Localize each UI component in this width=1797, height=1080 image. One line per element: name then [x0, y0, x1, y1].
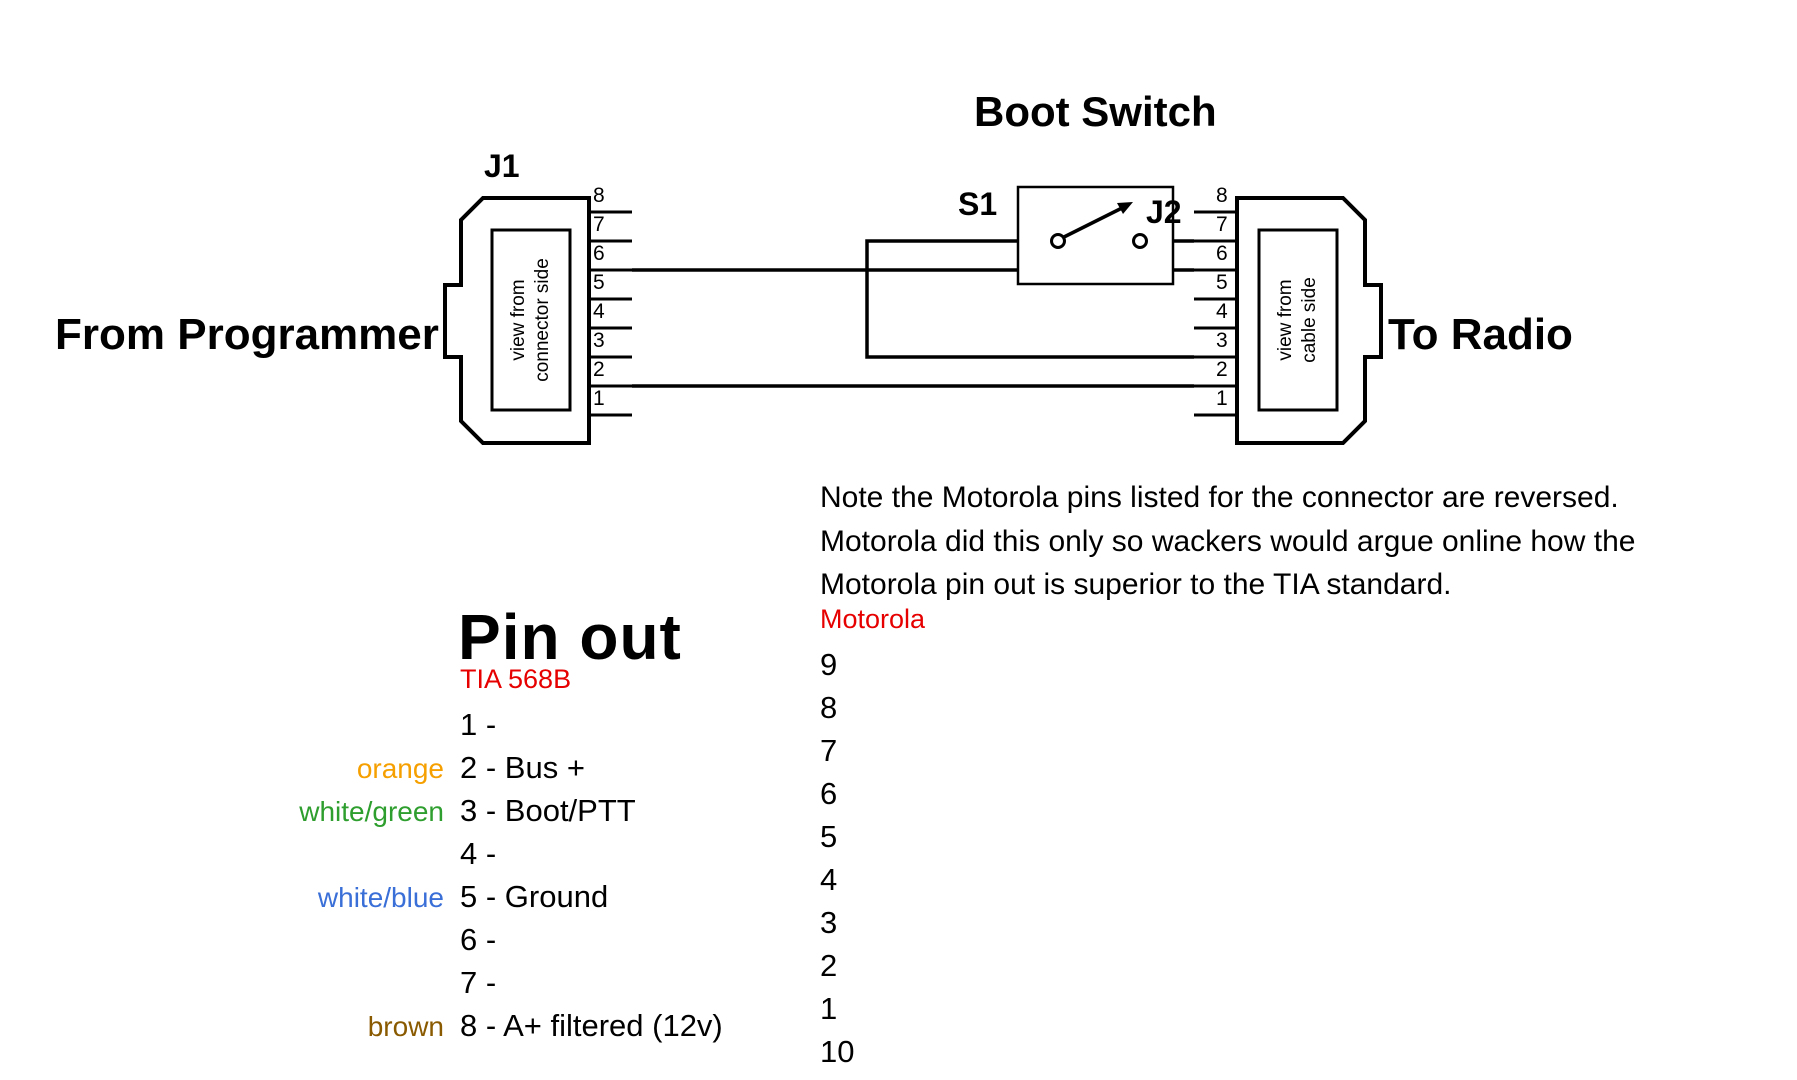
pin-2-label: 2 - Bus + — [460, 750, 585, 785]
j1-pin-number-1: 1 — [593, 387, 605, 410]
j2-connector-shape — [1194, 196, 1383, 445]
motorola-pin-column: Motorola 9 8 7 6 5 4 3 2 1 10 — [820, 604, 925, 1077]
motorola-pin-10: 10 — [820, 1034, 855, 1069]
j1-label: J1 — [484, 148, 520, 184]
to-radio-label: To Radio — [1388, 310, 1573, 359]
motorola-pin-9: 9 — [820, 647, 838, 682]
motorola-note: Note the Motorola pins listed for the co… — [820, 481, 1636, 601]
j2-pin-number-4: 4 — [1216, 300, 1228, 323]
j2-pin-stubs — [1194, 210, 1237, 417]
motorola-pin-1: 1 — [820, 991, 838, 1026]
motorola-pin-3: 3 — [820, 905, 838, 940]
j1-pin-number-8: 8 — [593, 184, 605, 207]
pin-5-label: 5 - Ground — [460, 879, 609, 914]
tia-standard-label: TIA 568B — [460, 664, 572, 694]
j1-connector-shape — [443, 196, 632, 445]
j1-pin-number-2: 2 — [593, 358, 605, 381]
j2-view-line1: view from — [1275, 279, 1297, 361]
pinout-row-1: 1 - — [88, 707, 723, 750]
j2-view-line2: cable side — [1299, 277, 1320, 363]
j2-pin-number-3: 3 — [1216, 329, 1228, 352]
pinout-row-4: 4 - — [88, 836, 723, 879]
j1-pin-number-4: 4 — [593, 300, 605, 323]
switch-lever — [1063, 206, 1123, 239]
pinout-heading: Pin out — [458, 601, 682, 673]
motorola-pin-8: 8 — [820, 690, 838, 725]
pinout-row-6: 6 - — [88, 922, 723, 965]
j1-view-line1: view from — [508, 279, 530, 361]
boot-switch-symbol — [1016, 185, 1175, 286]
pinout-row-8: brown 8 - A+ filtered (12v) — [88, 1008, 723, 1051]
j2-label: J2 — [1146, 194, 1182, 230]
j2-connector-window — [1257, 228, 1339, 412]
pinout-row-3: white/green 3 - Boot/PTT — [88, 793, 723, 836]
j2-pin-number-7: 7 — [1216, 213, 1228, 236]
j1-pin-number-3: 3 — [593, 329, 605, 352]
j1-pin-number-5: 5 — [593, 271, 605, 294]
motorola-pin-7: 7 — [820, 733, 838, 768]
j1-view-line2: connector side — [532, 258, 553, 382]
motorola-pin-2: 2 — [820, 948, 838, 983]
j1-pin-number-6: 6 — [593, 242, 605, 265]
pin-4-label: 4 - — [460, 836, 497, 871]
pinout-row-5: white/blue 5 - Ground — [88, 879, 723, 922]
j2-pin-number-8: 8 — [1216, 184, 1228, 207]
switch-box — [1016, 185, 1175, 286]
switch-terminal-right — [1132, 233, 1148, 249]
j2-pin-number-1: 1 — [1216, 387, 1228, 410]
pin-3-wire-color: white/green — [299, 796, 444, 827]
motorola-pin-6: 6 — [820, 776, 838, 811]
pin-7-label: 7 - — [460, 965, 497, 1000]
pin-5-wire-color: white/blue — [317, 882, 444, 913]
j2-pin-number-2: 2 — [1216, 358, 1228, 381]
j2-connector-body — [1235, 196, 1383, 445]
pin-8-label: 8 - A+ filtered (12v) — [460, 1008, 723, 1043]
boot-switch-title: Boot Switch — [974, 88, 1217, 135]
switch-ref-label: S1 — [958, 186, 998, 222]
j1-connector-window — [490, 228, 572, 412]
motorola-pin-4: 4 — [820, 862, 838, 897]
switch-lever-arrow — [1117, 202, 1133, 214]
pin-1-label: 1 - — [460, 707, 497, 742]
tia-pinout-list: TIA 568B 1 - orange 2 - Bus + white/gree… — [88, 664, 723, 1051]
switch-terminal-left — [1050, 233, 1066, 249]
j1-pin-number-7: 7 — [593, 213, 605, 236]
motorola-heading: Motorola — [820, 604, 926, 634]
pinout-row-7: 7 - — [88, 965, 723, 1008]
pin-6-label: 6 - — [460, 922, 497, 957]
pinout-row-2: orange 2 - Bus + — [88, 750, 723, 793]
pin-2-wire-color: orange — [356, 753, 444, 784]
from-programmer-label: From Programmer — [55, 310, 439, 359]
j2-pin-number-6: 6 — [1216, 242, 1228, 265]
motorola-pin-5: 5 — [820, 819, 838, 854]
j1-connector-body — [443, 196, 591, 445]
pin-8-wire-color: brown — [367, 1011, 444, 1042]
cable-schematic — [443, 185, 1383, 445]
pin-3-label: 3 - Boot/PTT — [460, 793, 636, 828]
j2-view-text: view from cable side — [1259, 230, 1337, 410]
j1-view-text: view from connector side — [492, 230, 570, 410]
wire-switch-left-branch — [865, 239, 1194, 359]
tia-standard-row: TIA 568B — [88, 664, 723, 707]
j1-pin-stubs — [589, 210, 632, 417]
j2-pin-number-5: 5 — [1216, 271, 1228, 294]
